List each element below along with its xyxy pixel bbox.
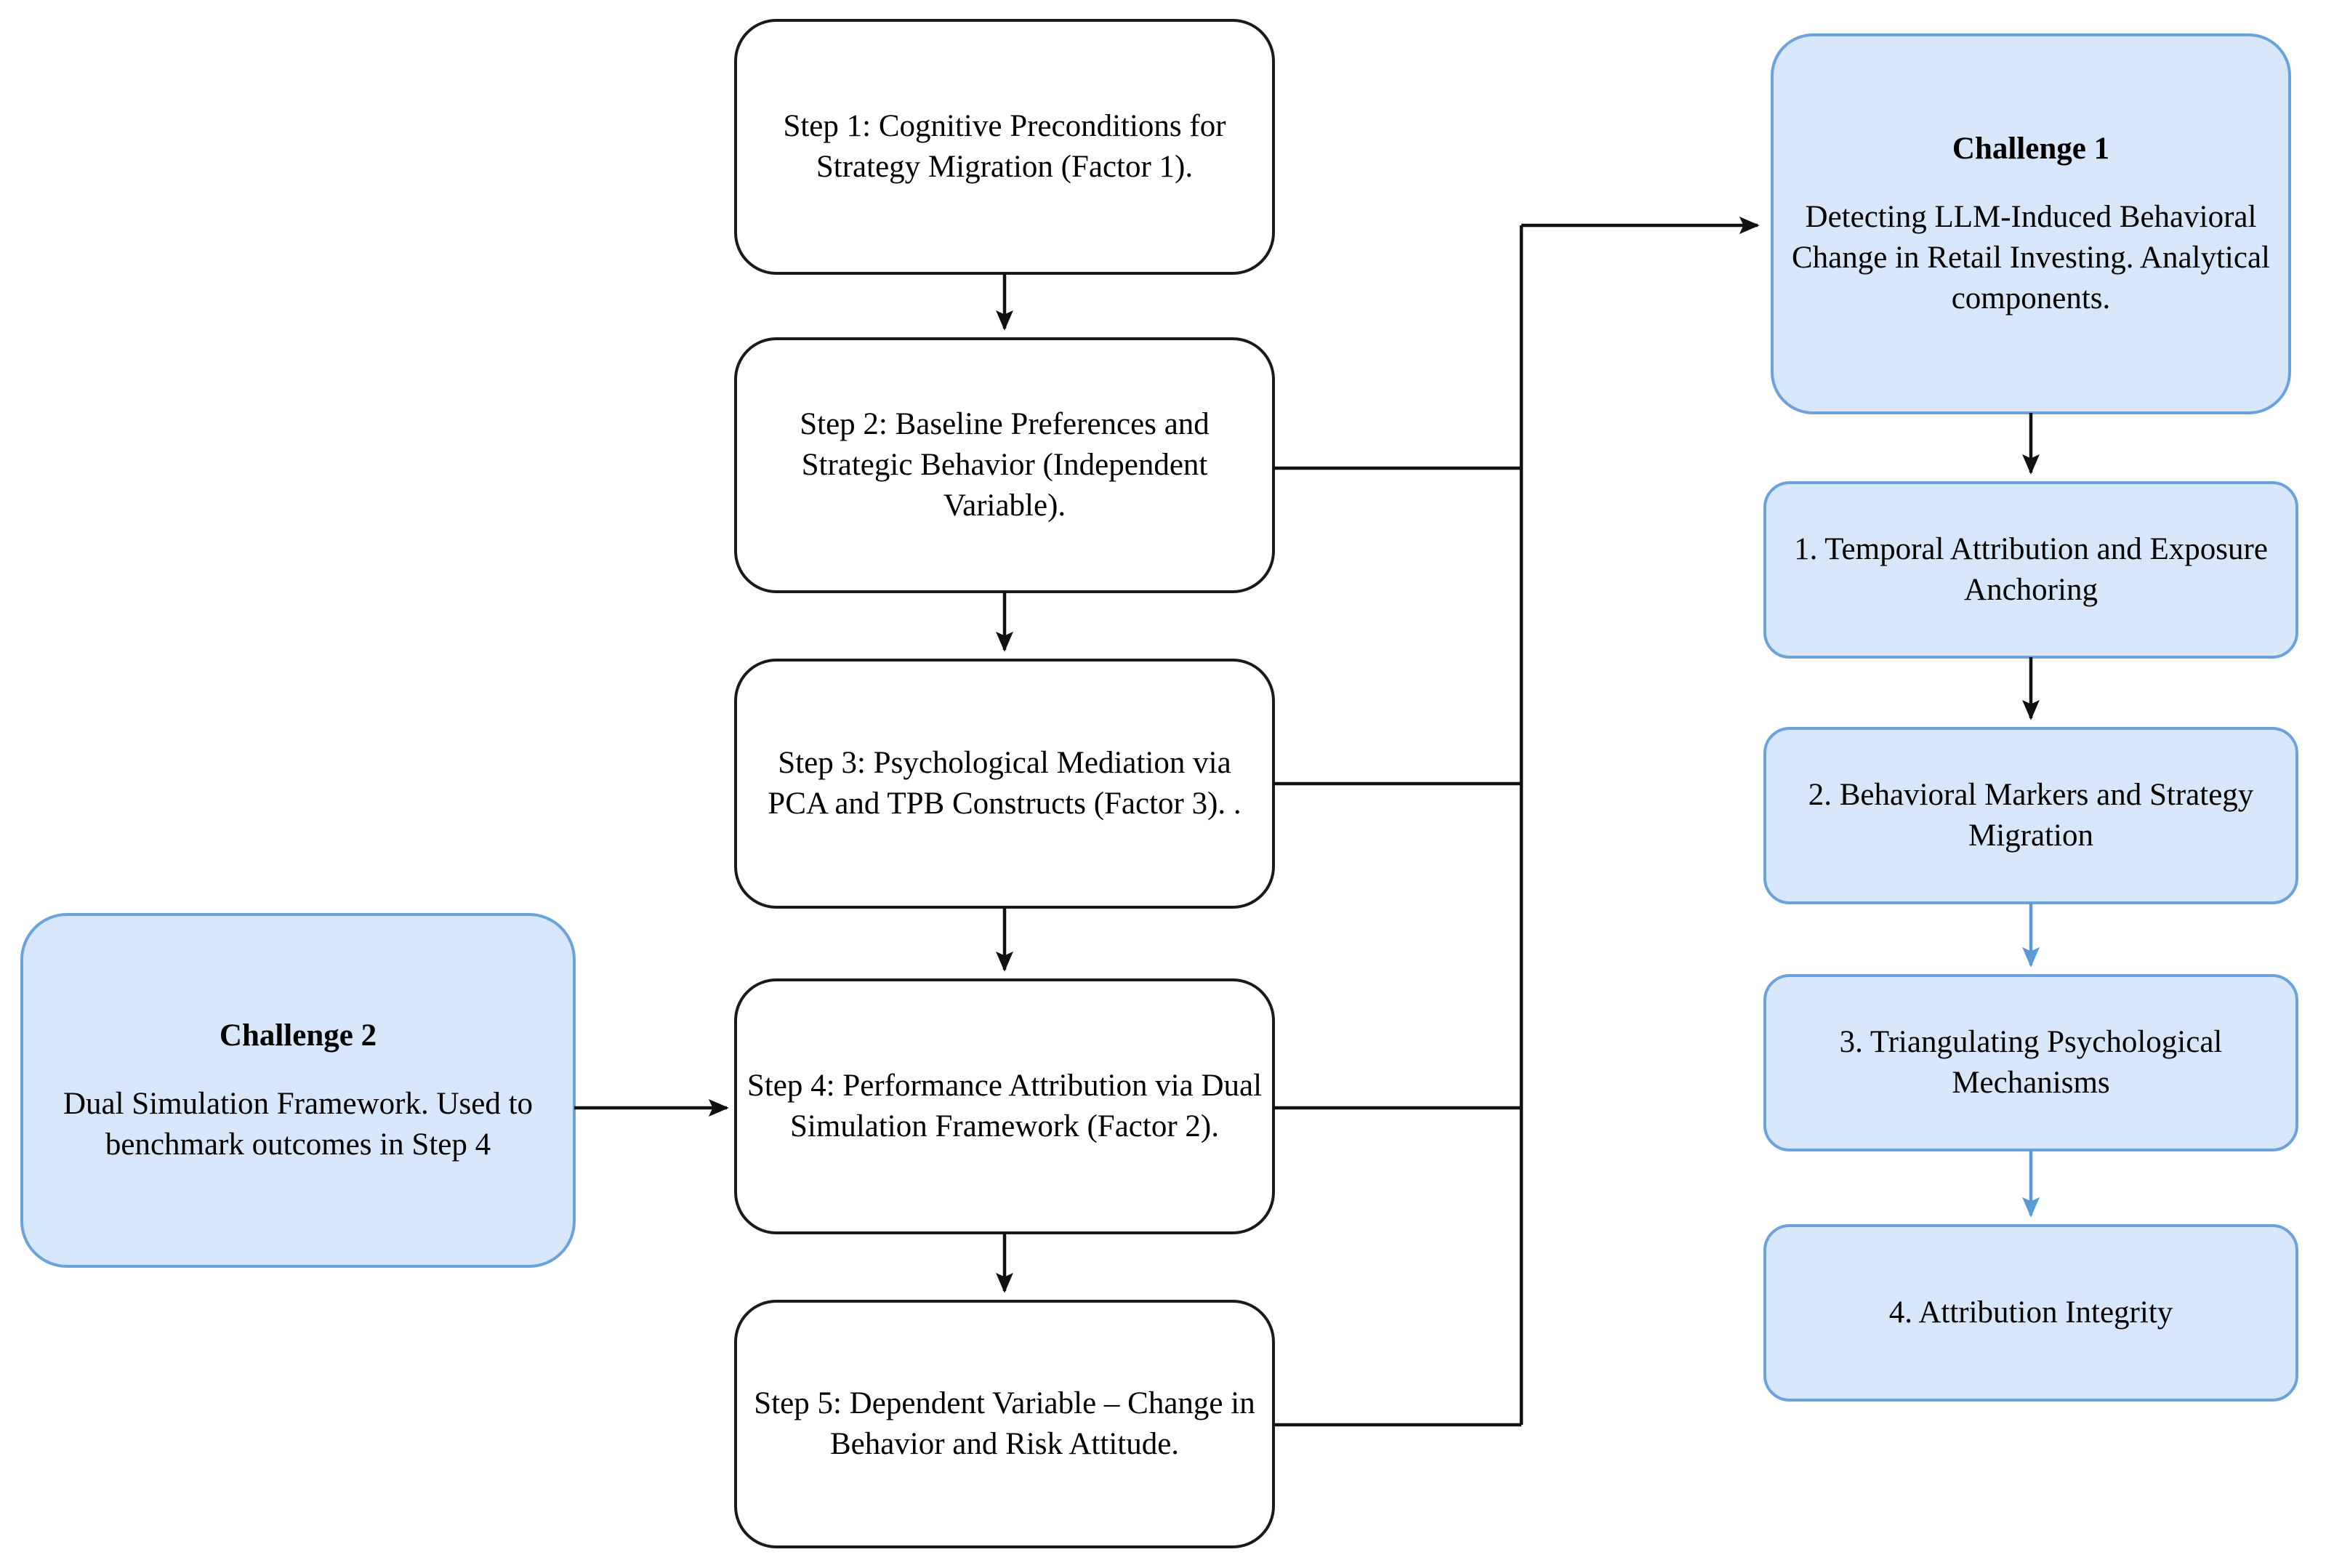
node-step-2[interactable] bbox=[734, 337, 1275, 593]
node-step-4[interactable] bbox=[734, 978, 1275, 1234]
node-component-4[interactable] bbox=[1763, 1224, 2298, 1402]
node-step-5[interactable] bbox=[734, 1300, 1275, 1548]
node-challenge-2[interactable] bbox=[20, 913, 576, 1268]
node-component-3[interactable] bbox=[1763, 974, 2298, 1151]
node-step-3[interactable] bbox=[734, 659, 1275, 909]
node-component-2[interactable] bbox=[1763, 727, 2298, 904]
node-challenge-1[interactable] bbox=[1771, 33, 2291, 414]
node-step-1[interactable] bbox=[734, 19, 1275, 275]
node-component-1[interactable] bbox=[1763, 481, 2298, 659]
